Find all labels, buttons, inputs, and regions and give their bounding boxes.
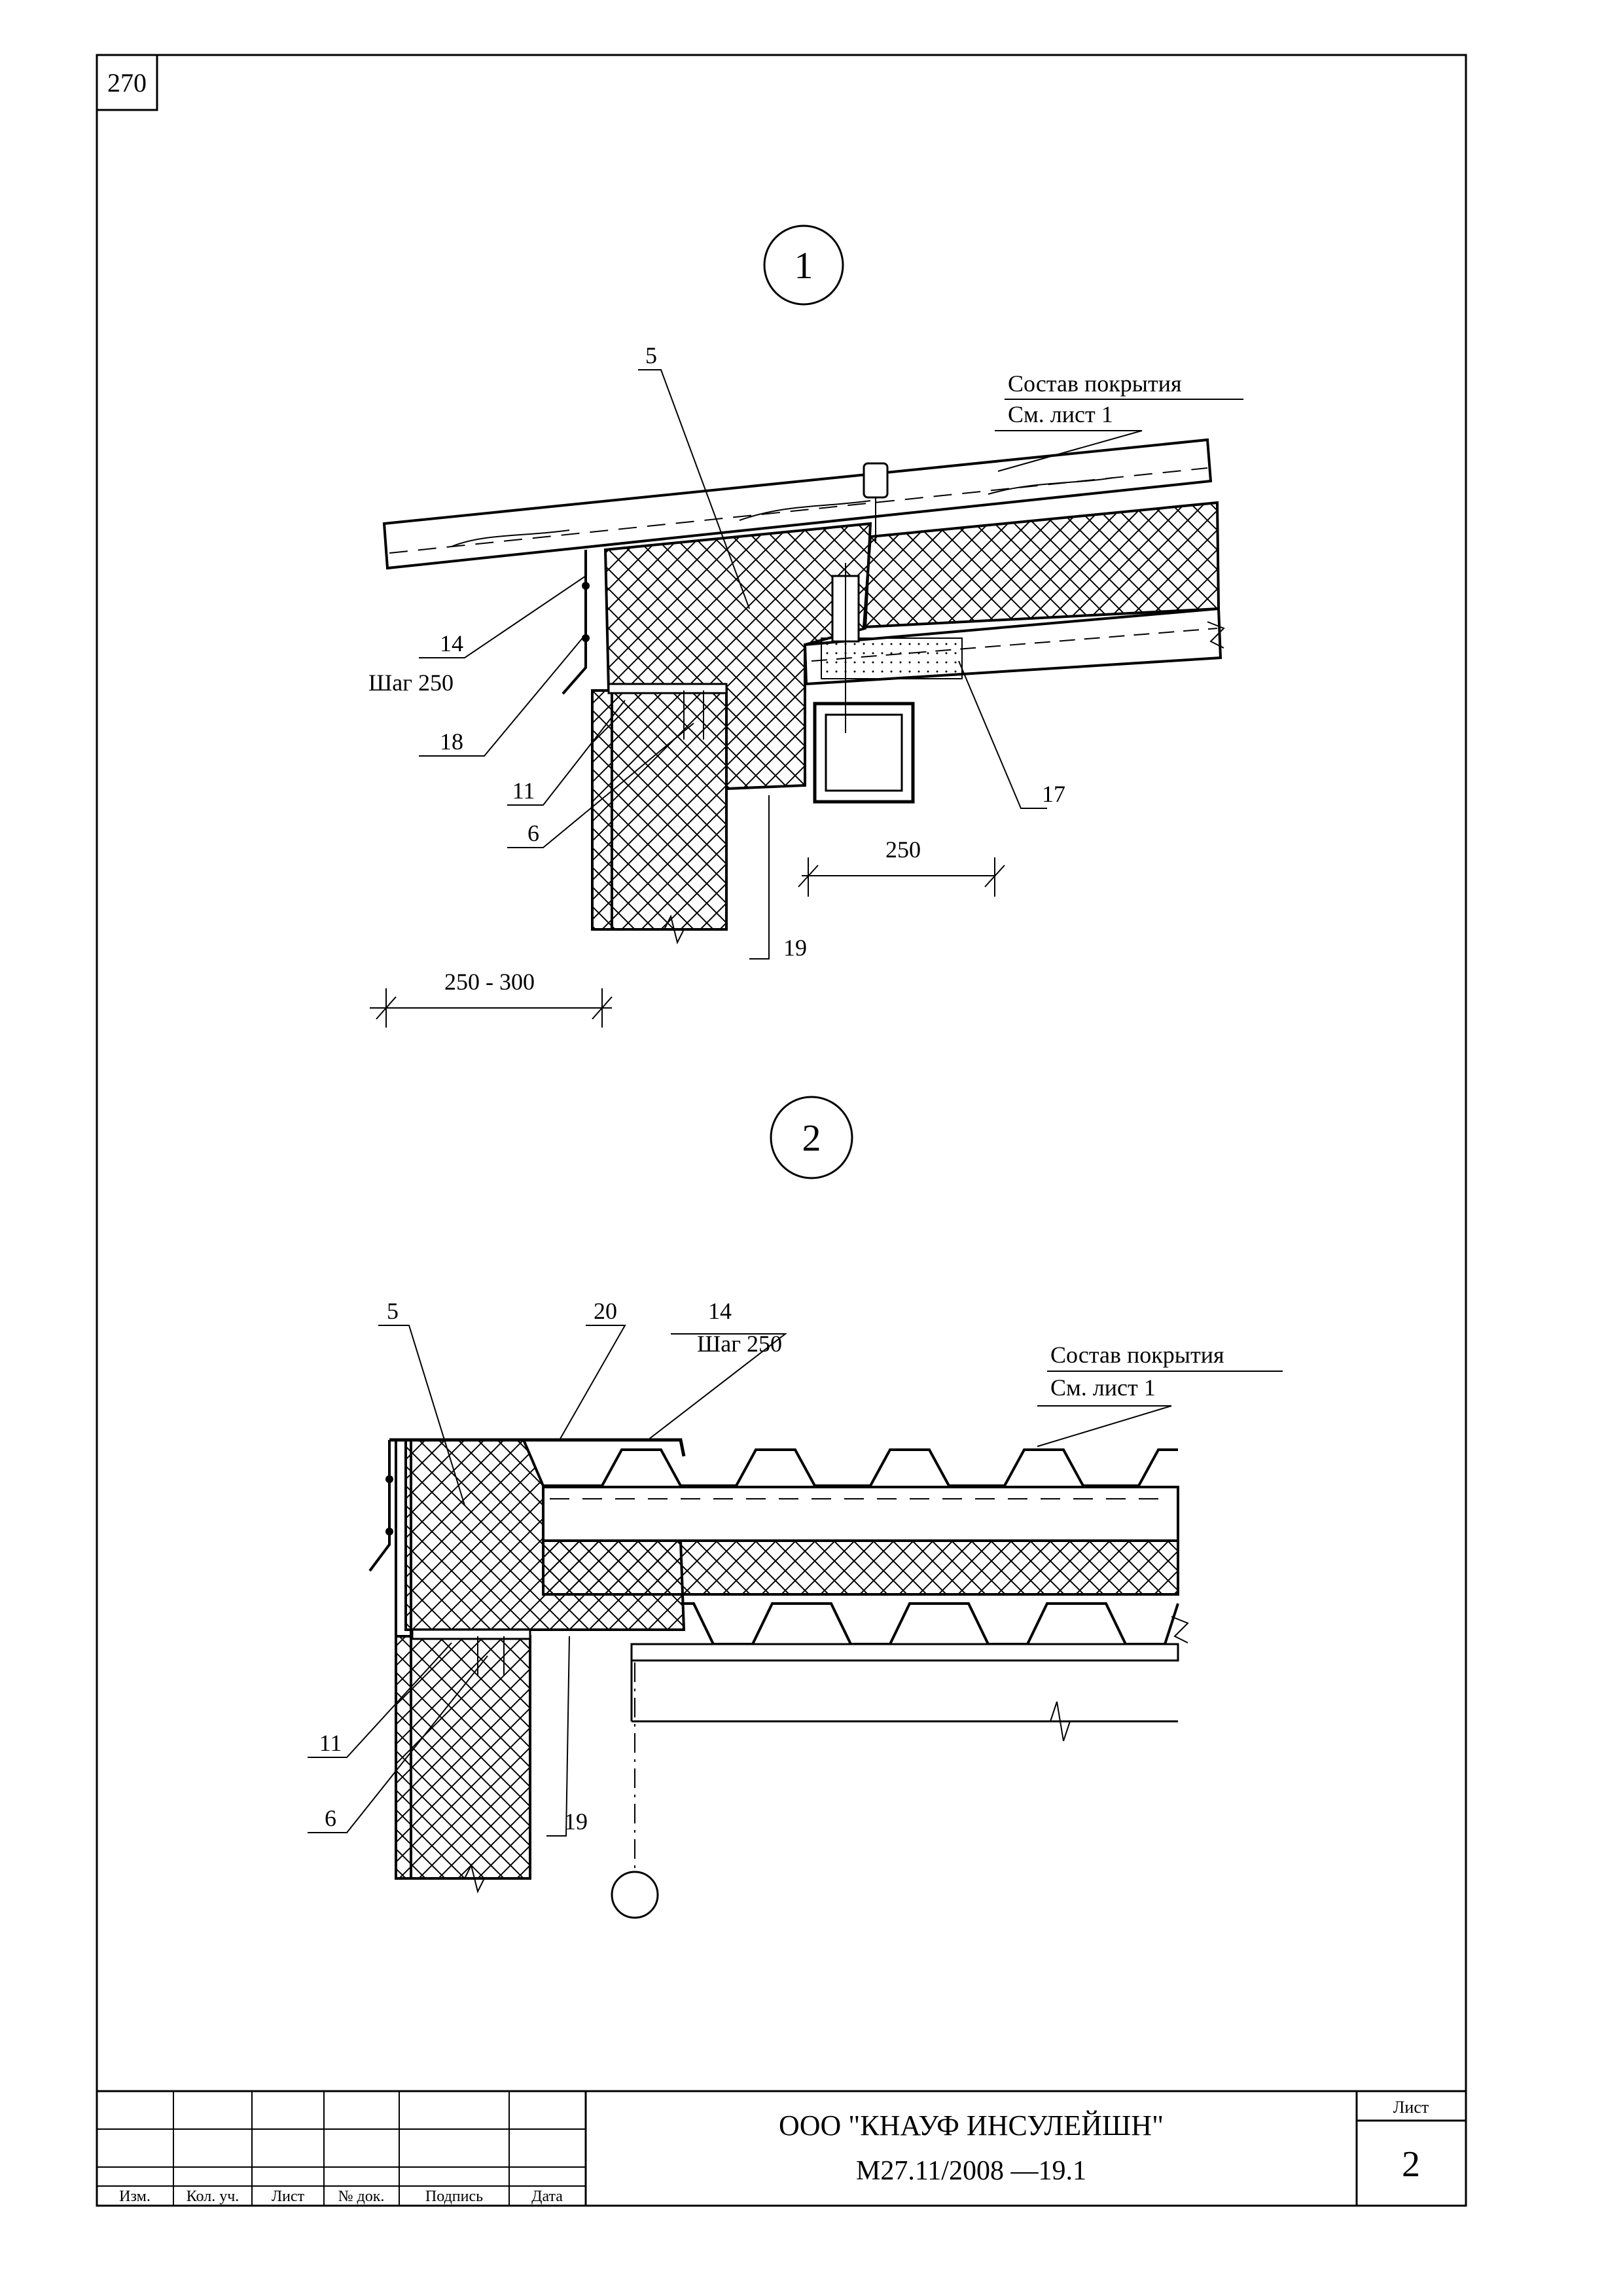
dimension-250-300	[370, 988, 613, 1028]
callout-5: 5	[645, 342, 657, 368]
roof-board	[542, 1486, 1179, 1542]
sheet-number: 2	[1402, 2144, 1420, 2185]
roof-insulation	[862, 501, 1221, 629]
detail-2-leaders	[308, 1325, 1283, 1837]
detail-1-number: 1	[794, 244, 813, 287]
dim-250-300-text: 250 - 300	[444, 969, 535, 995]
step-250-label: Шаг 250	[697, 1331, 782, 1357]
steel-beam	[630, 1643, 1179, 1662]
roof-composition-label: Состав покрытия	[1008, 370, 1182, 397]
company-name: ООО "КНАУФ ИНСУЛЕЙШН"	[779, 2109, 1164, 2142]
detail-2-number: 2	[802, 1117, 821, 1159]
tb-header-izm: Изм.	[119, 2188, 151, 2205]
lower-profiled-deck	[681, 1602, 1179, 1645]
detail-2-marker	[770, 1096, 853, 1179]
tb-header-kol: Кол. уч.	[187, 2188, 240, 2205]
wall-panel	[395, 1635, 531, 1880]
tb-header-data: Дата	[531, 2188, 563, 2205]
callout-19: 19	[783, 935, 807, 961]
callout-11: 11	[512, 778, 535, 804]
dim-250-text: 250	[885, 836, 921, 863]
callout-17: 17	[1042, 781, 1065, 807]
roof-composition-ref: См. лист 1	[1050, 1374, 1156, 1401]
callout-20: 20	[594, 1298, 617, 1324]
mineral-wool-strip	[821, 637, 963, 679]
purlin-inner	[825, 713, 903, 792]
callout-6: 6	[325, 1805, 336, 1831]
top-fastener	[863, 462, 889, 499]
tb-header-podpis: Подпись	[425, 2188, 483, 2205]
cap-flashing	[389, 1438, 686, 1457]
sheet-frame	[96, 54, 1467, 2207]
grid-axis-bubble	[611, 1871, 659, 1919]
callout-14: 14	[708, 1298, 732, 1324]
detail-1: 1	[368, 224, 1243, 1028]
page-number: 270	[107, 68, 147, 98]
step-250-label: Шаг 250	[368, 670, 454, 696]
callout-11: 11	[319, 1730, 342, 1756]
roof-composition-label: Состав покрытия	[1050, 1342, 1224, 1368]
callout-14: 14	[440, 630, 463, 656]
top-corrugated-sheet	[543, 1448, 1178, 1487]
dimension-250	[798, 857, 1005, 897]
tb-header-list: Лист	[272, 2188, 305, 2205]
callout-19: 19	[564, 1808, 588, 1835]
callout-18: 18	[440, 728, 463, 755]
callout-5: 5	[387, 1298, 399, 1324]
sheet-label: Лист	[1393, 2098, 1429, 2117]
tb-header-ndoc: № док.	[338, 2188, 385, 2205]
title-block	[96, 2090, 1467, 2207]
detail-2: 2	[308, 1096, 1283, 1919]
detail-1-leaders	[419, 369, 1243, 960]
roof-panel-skin	[382, 438, 1213, 570]
eave-flashing	[562, 550, 587, 695]
callout-6: 6	[527, 820, 539, 846]
document-code: М27.11/2008 —19.1	[856, 2156, 1086, 2186]
roof-composition-ref: См. лист 1	[1008, 401, 1113, 427]
detail-1-marker	[763, 224, 844, 306]
